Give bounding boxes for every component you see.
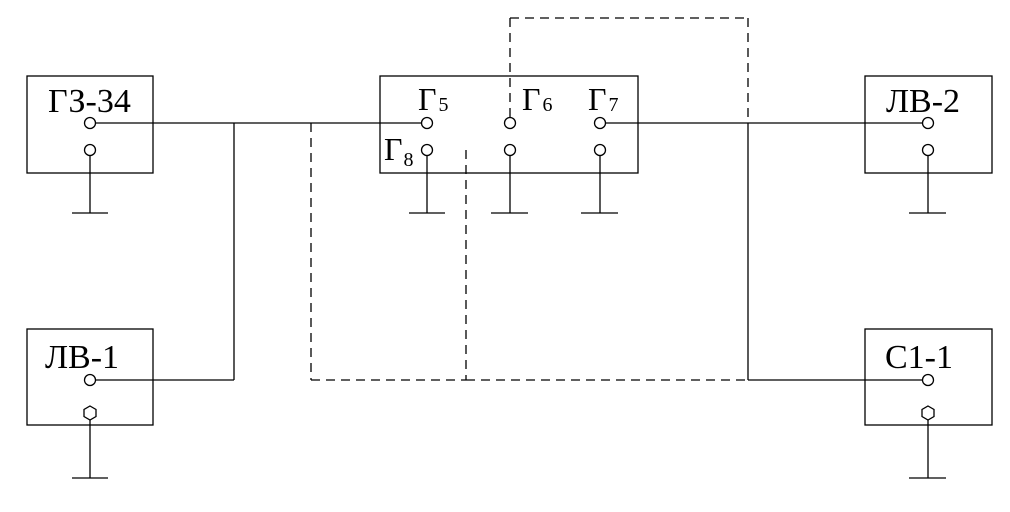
hex-terminals: [83, 405, 935, 421]
terminals: [83, 116, 935, 387]
lv2-ground-terminal: [921, 143, 935, 157]
terminal-g6-ground: [503, 143, 517, 157]
osc-ground-terminal: [921, 405, 935, 421]
terminal-g7-ground: [593, 143, 607, 157]
generator-label: ГЗ-34: [48, 83, 131, 120]
terminal-g6: [503, 116, 517, 130]
dashed-wires: [310, 17, 749, 381]
terminal-g7: [593, 116, 607, 130]
terminal-g8: [420, 143, 434, 157]
oscilloscope-label: С1-1: [885, 339, 953, 376]
solid-wires: [72, 122, 946, 479]
terminal-g8-label: Г8: [384, 131, 414, 171]
generator-ground-terminal: [83, 143, 97, 157]
voltmeter-1-label: ЛВ-1: [45, 339, 119, 376]
lv1-ground-terminal: [83, 405, 97, 421]
lv1-input-terminal: [83, 373, 97, 387]
generator-output-terminal: [83, 116, 97, 130]
switch-box: [379, 75, 639, 174]
lv2-input-terminal: [921, 116, 935, 130]
osc-input-terminal: [921, 373, 935, 387]
voltmeter-2-label: ЛВ-2: [886, 83, 960, 120]
terminal-g5: [420, 116, 434, 130]
